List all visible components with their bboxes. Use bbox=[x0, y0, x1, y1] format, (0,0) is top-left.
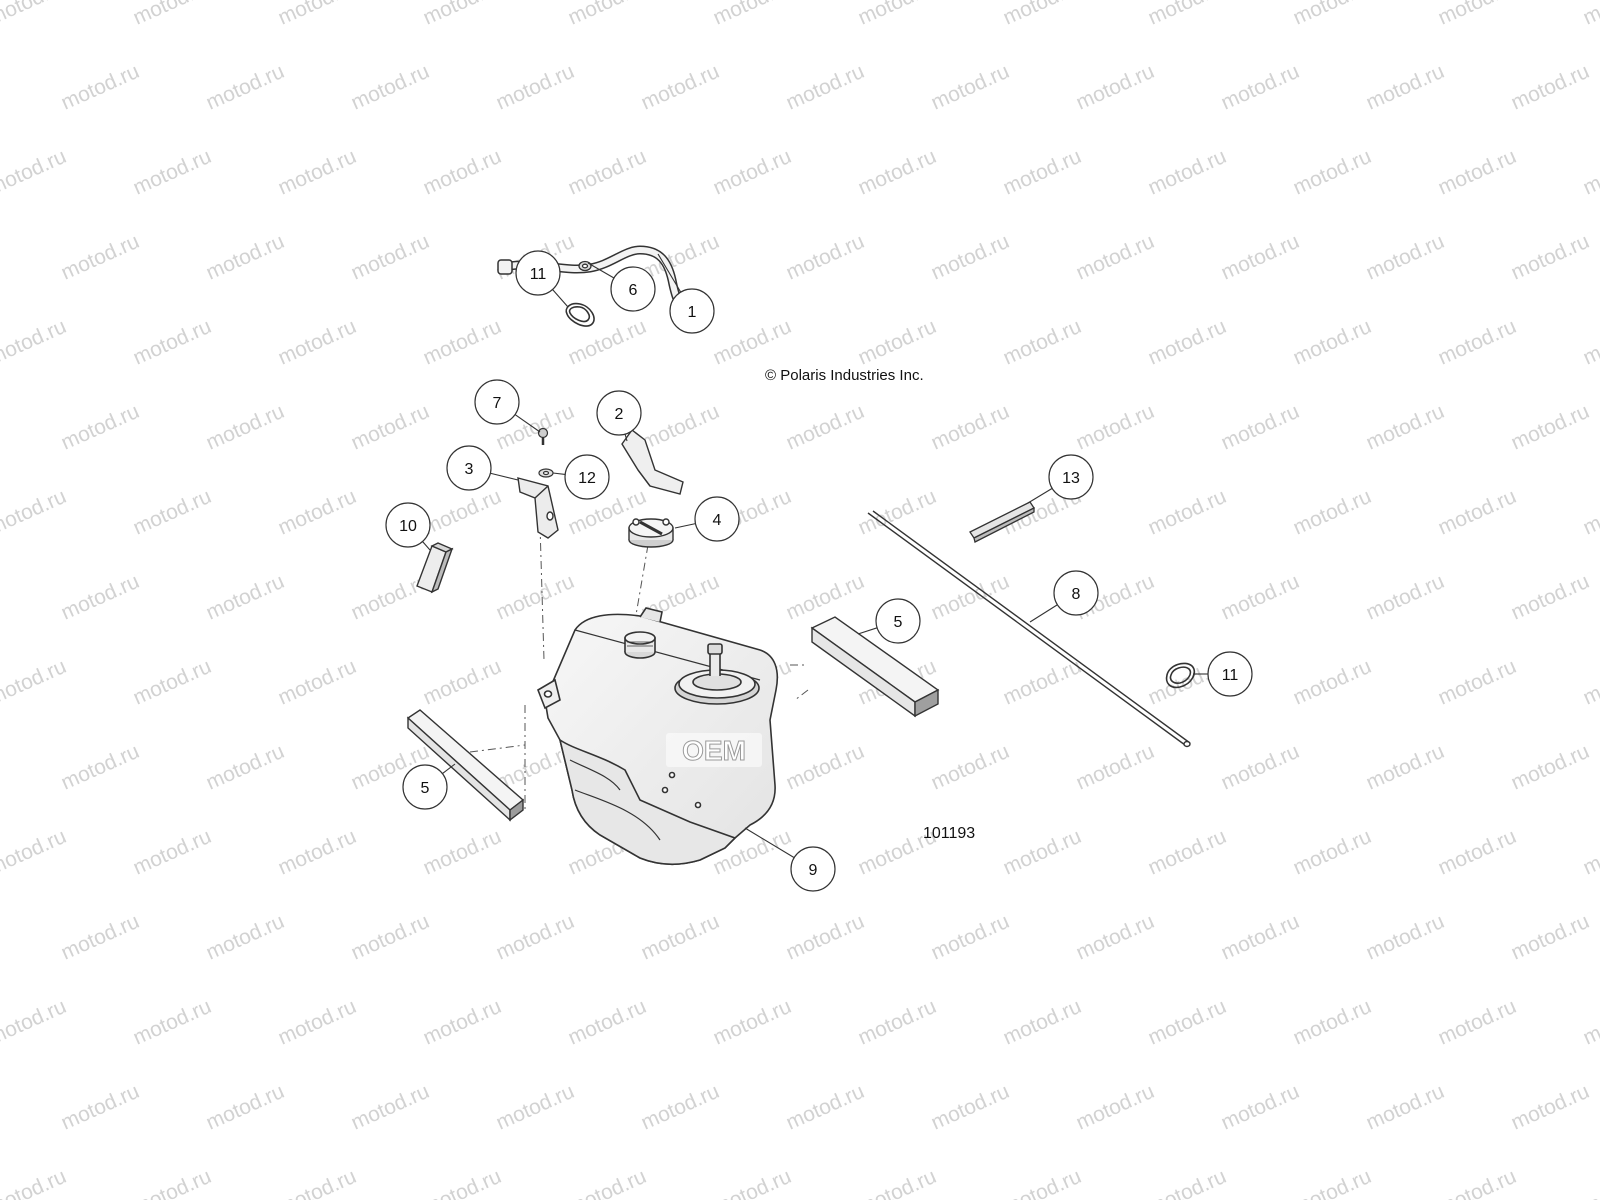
callout-label: 2 bbox=[615, 406, 624, 423]
callout-leader-line bbox=[857, 627, 878, 635]
callout-circle bbox=[1048, 454, 1094, 500]
foam-strip-small-part bbox=[416, 542, 454, 594]
screw-part bbox=[537, 427, 549, 445]
callout-5: 5 bbox=[402, 763, 456, 810]
callout-7: 7 bbox=[474, 379, 541, 433]
callout-leader-line bbox=[587, 262, 615, 279]
long-rod-part bbox=[867, 510, 1191, 748]
clamp-ring-right-part bbox=[1165, 662, 1196, 689]
callout-2: 2 bbox=[596, 390, 642, 442]
callout-label: 12 bbox=[578, 470, 596, 487]
fuel-cap-part bbox=[628, 518, 674, 548]
callout-label: 9 bbox=[809, 862, 818, 879]
callout-12: 12 bbox=[552, 454, 610, 500]
callout-leader-line bbox=[674, 523, 696, 529]
callout-circle bbox=[875, 598, 921, 644]
callout-circle bbox=[446, 445, 492, 491]
callout-9: 9 bbox=[744, 827, 836, 892]
callout-3: 3 bbox=[446, 445, 519, 491]
callout-layer: 11 6 1 7 2 3 12 10 4 13 8 5 11 5 9 bbox=[385, 250, 1253, 892]
callout-label: 1 bbox=[688, 304, 697, 321]
callout-leader-line bbox=[1027, 487, 1053, 504]
callout-leader-line bbox=[624, 434, 628, 442]
callout-circle bbox=[694, 496, 740, 542]
callout-10: 10 bbox=[385, 502, 431, 551]
callout-leader-line bbox=[552, 472, 566, 475]
oem-logo: OEM bbox=[666, 733, 762, 767]
callout-circle bbox=[610, 266, 656, 312]
callout-label: 4 bbox=[713, 512, 722, 529]
callout-leader-line bbox=[514, 414, 541, 433]
callout-circle bbox=[790, 846, 836, 892]
callout-circle bbox=[402, 764, 448, 810]
callout-leader-line bbox=[422, 541, 431, 551]
grommet-part bbox=[578, 260, 592, 272]
callout-leader-line bbox=[552, 289, 569, 308]
callout-circle bbox=[515, 250, 561, 296]
callout-11: 11 bbox=[515, 250, 569, 308]
bracket-right-part bbox=[621, 429, 684, 495]
fuel-tank-part bbox=[537, 607, 779, 866]
callout-label: 11 bbox=[1222, 667, 1239, 684]
callout-circle bbox=[385, 502, 431, 548]
callout-circle bbox=[564, 454, 610, 500]
diagram-number: 101193 bbox=[923, 825, 976, 842]
callout-13: 13 bbox=[1027, 454, 1094, 504]
foam-block-left-part bbox=[406, 709, 525, 822]
copyright-notice: © Polaris Industries Inc. bbox=[765, 367, 924, 384]
callout-label: 13 bbox=[1062, 470, 1080, 487]
callout-label: 5 bbox=[894, 614, 903, 631]
oem-logo-text: OEM bbox=[682, 735, 746, 766]
callout-label: 10 bbox=[399, 518, 417, 535]
foam-block-right-part bbox=[810, 616, 940, 718]
callout-1: 1 bbox=[657, 253, 715, 334]
callout-label: 5 bbox=[421, 780, 430, 797]
callout-circle bbox=[669, 288, 715, 334]
callout-6: 6 bbox=[587, 262, 656, 312]
callout-circle bbox=[474, 379, 520, 425]
clamp-ring-part bbox=[565, 302, 595, 327]
foam-strip-diagonal-part bbox=[969, 501, 1035, 543]
callout-4: 4 bbox=[674, 496, 740, 542]
callout-5: 5 bbox=[857, 598, 921, 644]
callout-circle bbox=[1207, 651, 1253, 697]
callout-leader-line bbox=[657, 253, 682, 293]
callout-leader-line bbox=[1029, 604, 1058, 623]
callout-leader-line bbox=[744, 827, 795, 859]
callout-circle bbox=[1053, 570, 1099, 616]
callout-label: 6 bbox=[629, 282, 638, 299]
callout-11: 11 bbox=[1193, 651, 1253, 697]
bracket-left-part bbox=[517, 477, 559, 539]
callout-circle bbox=[596, 390, 642, 436]
callout-label: 7 bbox=[493, 395, 502, 412]
callout-leader-line bbox=[442, 763, 456, 775]
callout-label: 3 bbox=[465, 461, 474, 478]
callout-label: 11 bbox=[530, 266, 547, 283]
callout-label: 8 bbox=[1072, 586, 1081, 603]
washer-part bbox=[538, 468, 554, 478]
callout-leader-line bbox=[490, 472, 519, 481]
callout-8: 8 bbox=[1029, 570, 1099, 623]
